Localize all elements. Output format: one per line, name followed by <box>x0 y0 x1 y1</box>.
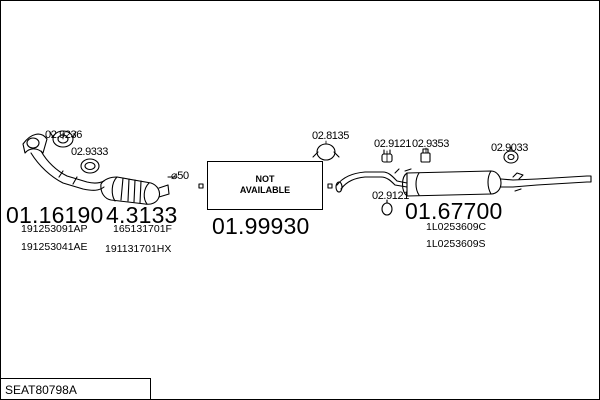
clamp-label-5: 02.9353 <box>412 138 449 150</box>
clamp-label-4: 02.9121 <box>374 138 411 150</box>
part-number-front-pipe: 01.16190 <box>6 202 104 228</box>
clamp-drawing-lower <box>381 199 393 216</box>
part-number-rear: 01.67700 <box>405 198 503 224</box>
hanger-drawing-2 <box>420 148 431 163</box>
flange-clamp-drawing <box>312 143 340 161</box>
diagram-code-box: SEAT80798A <box>1 378 151 399</box>
diagram-code: SEAT80798A <box>5 383 77 397</box>
part-number-middle: 01.99930 <box>212 213 310 239</box>
connector-square-1 <box>198 183 204 189</box>
not-available-box: NOT AVAILABLE <box>207 161 323 210</box>
diameter-label: ⌀50 <box>171 170 189 182</box>
not-available-text: NOT AVAILABLE <box>239 174 291 195</box>
reference-front-2: 191253041AE <box>21 241 88 253</box>
reference-rear-2: 1L0253609S <box>426 238 486 250</box>
reference-catalyst-1: 165131701F <box>113 223 172 235</box>
part-number-catalyst: 4.3133 <box>106 202 178 228</box>
clamp-label-1: 02.9236 <box>45 129 82 141</box>
clamp-label-2: 02.9333 <box>71 146 108 158</box>
catalytic-converter-drawing <box>100 176 170 205</box>
reference-catalyst-2: 191131701HX <box>105 243 172 255</box>
clamp-label-6: 02.9121 <box>372 190 409 202</box>
leader-lines <box>62 132 512 163</box>
clamp-label-7: 02.9033 <box>491 142 528 154</box>
front-pipe-drawing <box>22 133 105 191</box>
reference-rear-1: 1L0253609C <box>426 221 487 233</box>
connector-square-2 <box>327 183 333 189</box>
reference-front-1: 191253091AP <box>21 223 88 235</box>
rear-muffler-drawing <box>335 168 592 197</box>
clamp-label-3: 02.8135 <box>312 130 349 142</box>
gasket-drawing-1 <box>80 158 100 174</box>
